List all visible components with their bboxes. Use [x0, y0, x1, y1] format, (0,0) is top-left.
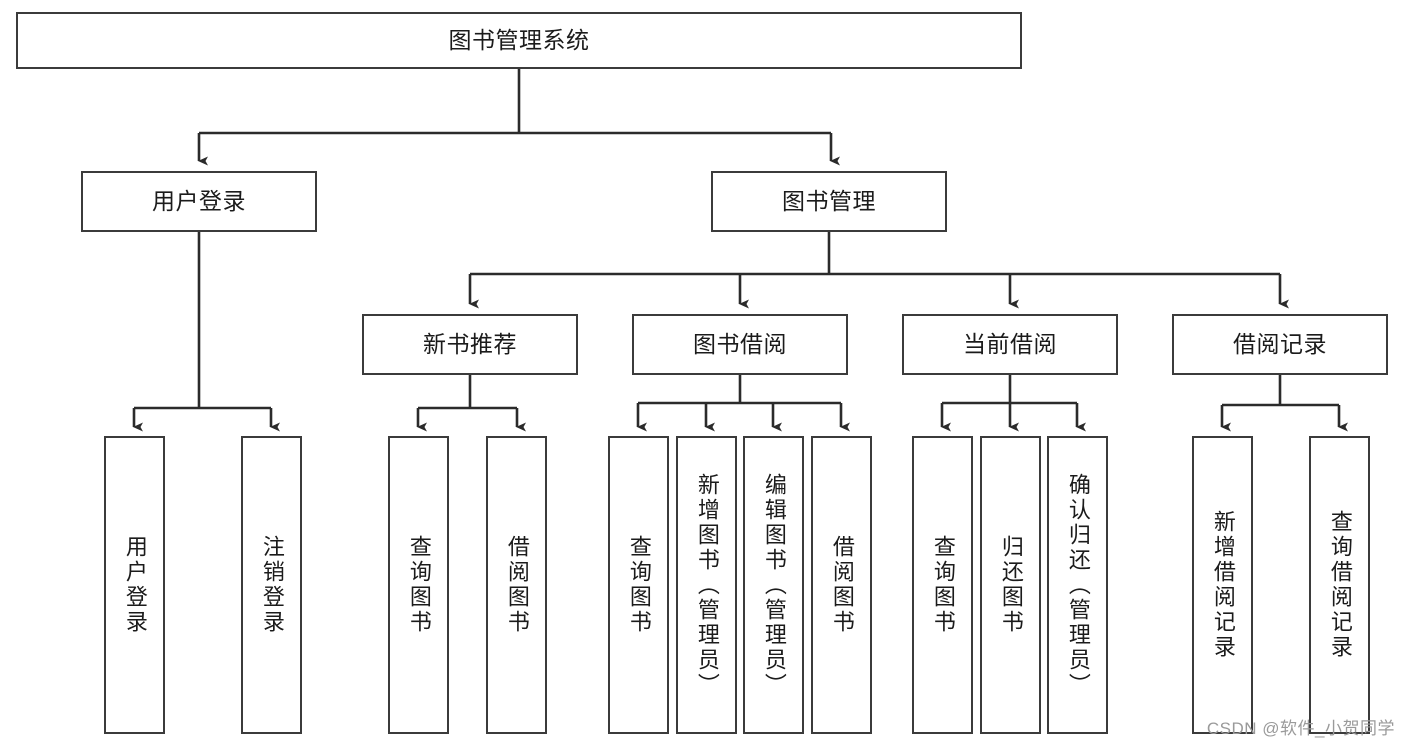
node-label: 图书管理	[782, 188, 876, 215]
edges-currentborrow-to-leaves	[940, 375, 1086, 432]
edges-borrowrecord-to-leaves	[1220, 375, 1348, 432]
leaf-edit-book-admin[interactable]: 编辑图书（管理员）	[743, 436, 804, 734]
leaf-add-borrow-record[interactable]: 新增借阅记录	[1192, 436, 1253, 734]
leaf-query-book-borrow[interactable]: 查询图书	[608, 436, 669, 734]
edges-bookmanage-to-level3	[468, 232, 1289, 309]
leaf-return-book[interactable]: 归还图书	[980, 436, 1041, 734]
node-label: 用户登录	[122, 535, 148, 635]
node-label: 注销登录	[259, 535, 285, 635]
leaf-query-borrow-record[interactable]: 查询借阅记录	[1309, 436, 1370, 734]
leaf-borrow-book[interactable]: 借阅图书	[811, 436, 872, 734]
node-label: 查询借阅记录	[1327, 510, 1353, 660]
edges-userlogin-to-leaves	[132, 232, 280, 432]
node-root-system[interactable]: 图书管理系统	[16, 12, 1022, 69]
node-label: 归还图书	[998, 535, 1024, 635]
node-label: 借阅图书	[504, 535, 530, 635]
node-book-management[interactable]: 图书管理	[711, 171, 947, 232]
node-label: 确认归还（管理员）	[1065, 472, 1091, 698]
node-label: 新增借阅记录	[1210, 510, 1236, 660]
leaf-add-book-admin[interactable]: 新增图书（管理员）	[676, 436, 737, 734]
node-label: 新增图书（管理员）	[694, 472, 720, 698]
node-borrow-record[interactable]: 借阅记录	[1172, 314, 1388, 375]
node-label: 借阅记录	[1233, 331, 1327, 358]
node-label: 图书管理系统	[448, 27, 590, 54]
node-label: 查询图书	[930, 535, 956, 635]
edges-bookborrow-to-leaves	[636, 375, 850, 432]
node-label: 编辑图书（管理员）	[761, 472, 787, 698]
leaf-confirm-return-admin[interactable]: 确认归还（管理员）	[1047, 436, 1108, 734]
leaf-query-book-current[interactable]: 查询图书	[912, 436, 973, 734]
node-book-borrow[interactable]: 图书借阅	[632, 314, 848, 375]
leaf-borrow-book-rec[interactable]: 借阅图书	[486, 436, 547, 734]
node-label: 图书借阅	[693, 331, 787, 358]
watermark-text: CSDN @软件_小贺同学	[1206, 719, 1395, 738]
node-label: 查询图书	[406, 535, 432, 635]
node-label: 用户登录	[152, 188, 246, 215]
node-label: 查询图书	[626, 535, 652, 635]
edges-root-to-level2	[197, 69, 840, 166]
node-new-book-recommend[interactable]: 新书推荐	[362, 314, 578, 375]
node-label: 当前借阅	[963, 331, 1057, 358]
edges-newbookrec-to-leaves	[416, 375, 526, 432]
leaf-user-login[interactable]: 用户登录	[104, 436, 165, 734]
node-user-login[interactable]: 用户登录	[81, 171, 317, 232]
leaf-query-book-rec[interactable]: 查询图书	[388, 436, 449, 734]
leaf-user-logout[interactable]: 注销登录	[241, 436, 302, 734]
node-current-borrow[interactable]: 当前借阅	[902, 314, 1118, 375]
node-label: 借阅图书	[829, 535, 855, 635]
node-label: 新书推荐	[423, 331, 517, 358]
